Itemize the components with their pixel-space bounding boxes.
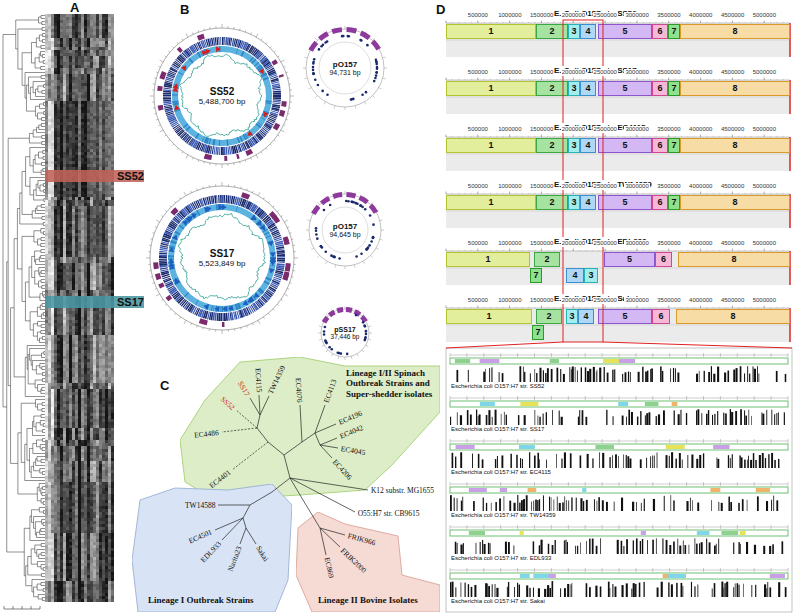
figure: SS52SS17SS525,488,700 bppO15794,731 bpSS… [0, 0, 800, 615]
